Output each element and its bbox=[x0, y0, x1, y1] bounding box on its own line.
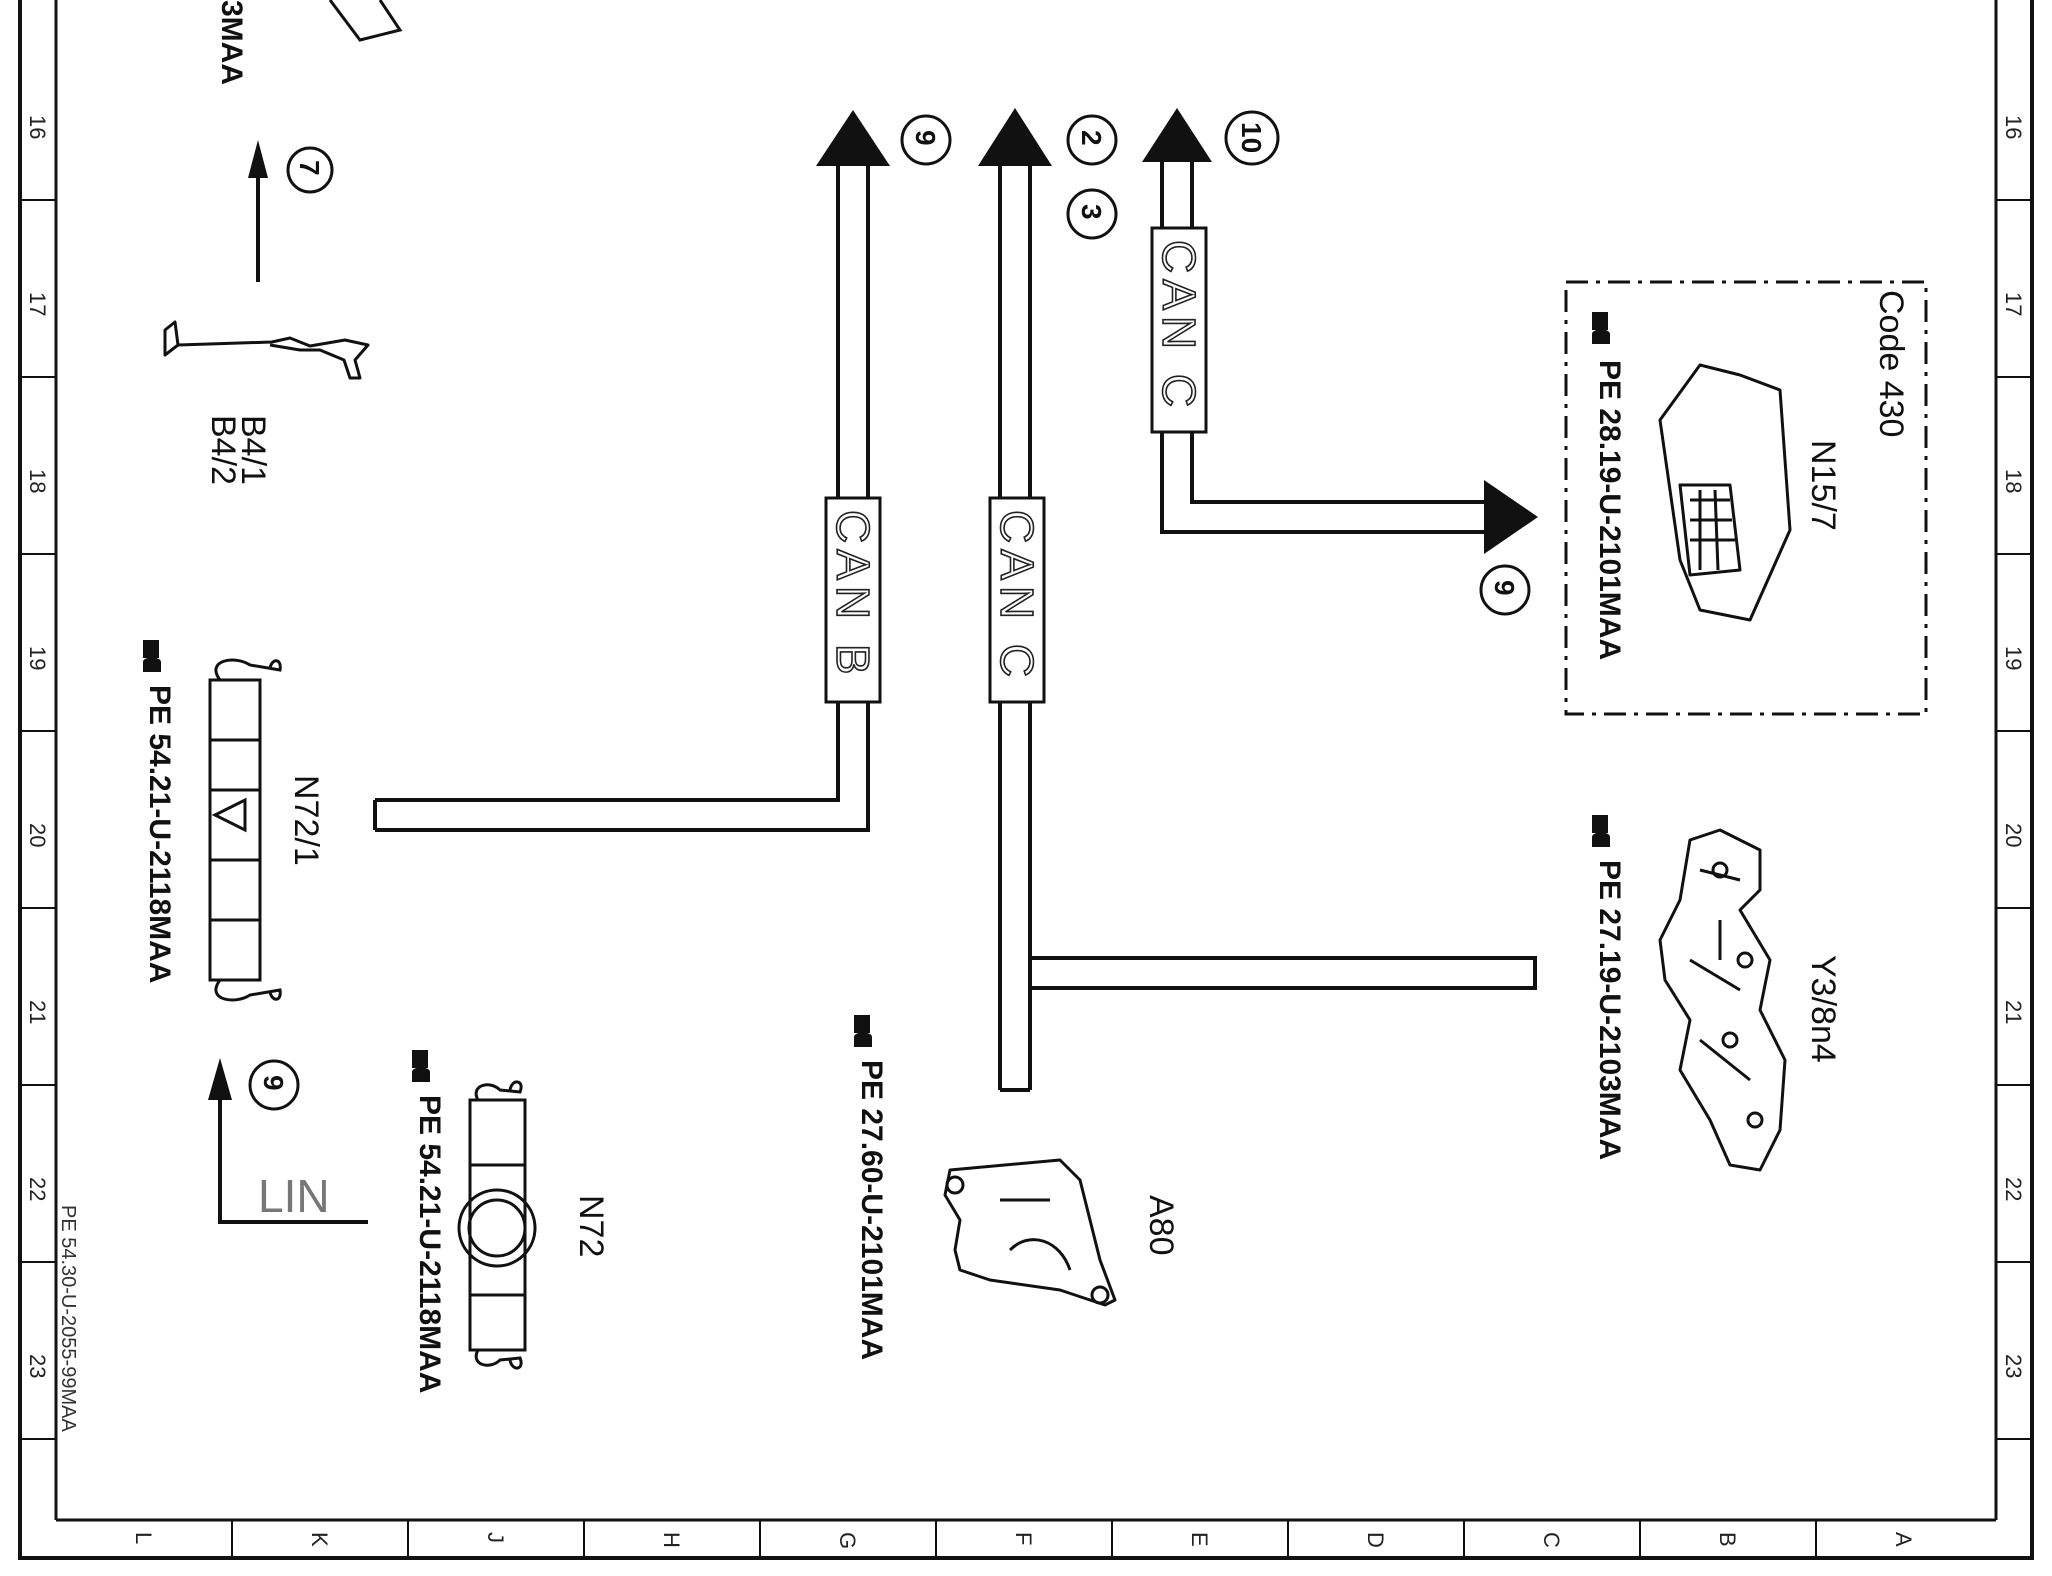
cut-off-reference: 3MAA bbox=[215, 0, 248, 85]
cut-off-component-icon bbox=[328, 0, 403, 42]
n72-1-reference: PE 54.21-U-2118MAA bbox=[143, 685, 176, 983]
lin-bus-line bbox=[218, 1080, 368, 1224]
grid-letter: E bbox=[1187, 1532, 1212, 1547]
n72-reference: PE 54.21-U-2118MAA bbox=[413, 1095, 446, 1393]
can-c-main-bus: CAN C 2 3 bbox=[978, 108, 1537, 1092]
grid-number: 16 bbox=[25, 115, 50, 139]
grid-number: 22 bbox=[25, 1177, 50, 1201]
a80-reference: PE 27.60-U-2101MAA bbox=[855, 1060, 888, 1360]
b4-component: 7 B4/1 B4/2 bbox=[163, 140, 370, 485]
pointing-hand-icon bbox=[412, 1050, 430, 1082]
ref-number-9-n15: 9 bbox=[1489, 580, 1520, 596]
n72-label: N72 bbox=[572, 1195, 610, 1257]
can-b-arrow bbox=[816, 110, 890, 166]
lin-label: LIN bbox=[258, 1170, 330, 1222]
frame-letters-bottom: L K J H G F E D C B A bbox=[131, 1532, 1916, 1549]
can-c-main-arrow bbox=[978, 108, 1052, 166]
document-code: PE 54.30-U-2055-99MAA bbox=[57, 1205, 79, 1432]
n15-7-component: Code 430 N15/7 PE 28.19-U-2101MAA bbox=[1564, 280, 1928, 716]
grid-letter: C bbox=[1539, 1532, 1564, 1548]
n15-7-module-icon bbox=[1658, 363, 1792, 622]
y3-8n4-component: Y3/8n4 PE 27.19-U-2103MAA bbox=[1592, 815, 1842, 1172]
grid-number: 19 bbox=[2001, 646, 2026, 670]
frame-numbers-left: 16 17 18 19 20 21 22 23 bbox=[25, 115, 50, 1378]
a80-label: A80 bbox=[1142, 1195, 1180, 1256]
grid-number: 16 bbox=[2001, 115, 2026, 139]
ref-number-9-lin: 9 bbox=[258, 1075, 289, 1091]
valve-body-icon bbox=[1658, 828, 1787, 1172]
lin-arrow bbox=[208, 1058, 232, 1100]
pointing-hand-icon bbox=[1592, 312, 1610, 344]
grid-number: 18 bbox=[2001, 469, 2026, 493]
grid-number: 21 bbox=[25, 1000, 50, 1024]
can-c-branch-right-arrow bbox=[1484, 480, 1538, 554]
grid-number: 17 bbox=[25, 292, 50, 316]
can-b-bus-line bbox=[373, 140, 870, 832]
grid-letter: B bbox=[1715, 1532, 1740, 1547]
grid-number: 17 bbox=[2001, 292, 2026, 316]
drawing-frame bbox=[18, 0, 2034, 1560]
fuel-level-sensor-icon bbox=[163, 320, 370, 380]
n72-component: PE 54.21-U-2118MAA N72 bbox=[412, 1050, 610, 1393]
ref-number-10: 10 bbox=[1236, 122, 1267, 153]
hazard-triangle-icon bbox=[211, 797, 247, 833]
grid-number: 19 bbox=[25, 646, 50, 670]
grid-number: 23 bbox=[2001, 1354, 2026, 1378]
grid-letter: A bbox=[1891, 1532, 1916, 1547]
grid-letter: L bbox=[131, 1532, 156, 1544]
code-430-option-box bbox=[1564, 280, 1928, 716]
b4-2-label: B4/2 bbox=[204, 415, 242, 485]
grid-number: 22 bbox=[2001, 1177, 2026, 1201]
n15-7-label: N15/7 bbox=[1804, 440, 1842, 531]
can-c-main-label: CAN C bbox=[991, 510, 1043, 683]
n72-1-part-outline bbox=[208, 658, 282, 1002]
can-c-branch-bus: CAN C 10 9 bbox=[1142, 108, 1538, 616]
ref-number-2: 2 bbox=[1076, 130, 1107, 146]
n72-1-label: N72/1 bbox=[287, 775, 325, 866]
ref-number-3: 3 bbox=[1076, 204, 1107, 220]
frame-numbers-right: 16 17 18 19 20 21 22 23 bbox=[2001, 115, 2026, 1378]
y3-8n4-label: Y3/8n4 bbox=[1804, 955, 1842, 1063]
code-430-label: Code 430 bbox=[1872, 290, 1910, 437]
ref-number-7: 7 bbox=[294, 160, 325, 176]
can-b-label: CAN B bbox=[827, 510, 879, 681]
grid-letter: J bbox=[483, 1532, 508, 1543]
grid-letter: G bbox=[835, 1532, 860, 1549]
grid-letter: K bbox=[307, 1532, 332, 1547]
grid-number: 20 bbox=[2001, 823, 2026, 847]
can-c-branch-label: CAN C bbox=[1153, 240, 1205, 413]
grid-number: 20 bbox=[25, 823, 50, 847]
n15-7-reference: PE 28.19-U-2101MAA bbox=[1593, 360, 1626, 660]
grid-number: 18 bbox=[25, 469, 50, 493]
y3-8n4-reference: PE 27.19-U-2103MAA bbox=[1593, 860, 1626, 1160]
can-c-branch-up-arrow bbox=[1142, 108, 1212, 162]
grid-number: 23 bbox=[25, 1354, 50, 1378]
n72-1-component: PE 54.21-U-2118MAA N72/1 CAN B 9 bbox=[143, 110, 952, 1002]
grid-number: 21 bbox=[2001, 1000, 2026, 1024]
ref-number-9-can-b: 9 bbox=[910, 130, 941, 146]
a80-component: PE 27.60-U-2101MAA A80 bbox=[854, 1015, 1180, 1360]
lin-bus: 9 LIN bbox=[208, 1058, 368, 1224]
b4-1-label: B4/1 bbox=[234, 415, 272, 485]
pointing-hand-icon bbox=[143, 640, 161, 672]
pointing-hand-icon bbox=[1592, 815, 1610, 847]
grid-letter: F bbox=[1011, 1532, 1036, 1545]
grid-letter: H bbox=[659, 1532, 684, 1548]
n72-part-outline bbox=[468, 1080, 527, 1370]
can-c-branch-to-y3 bbox=[1030, 956, 1537, 990]
grid-letter: D bbox=[1363, 1532, 1388, 1548]
a80-part-outline bbox=[943, 1158, 1117, 1307]
n72-knob-icon bbox=[457, 1188, 537, 1268]
pointing-hand-icon bbox=[854, 1015, 872, 1047]
can-c-branch-bus-line bbox=[1160, 140, 1500, 534]
